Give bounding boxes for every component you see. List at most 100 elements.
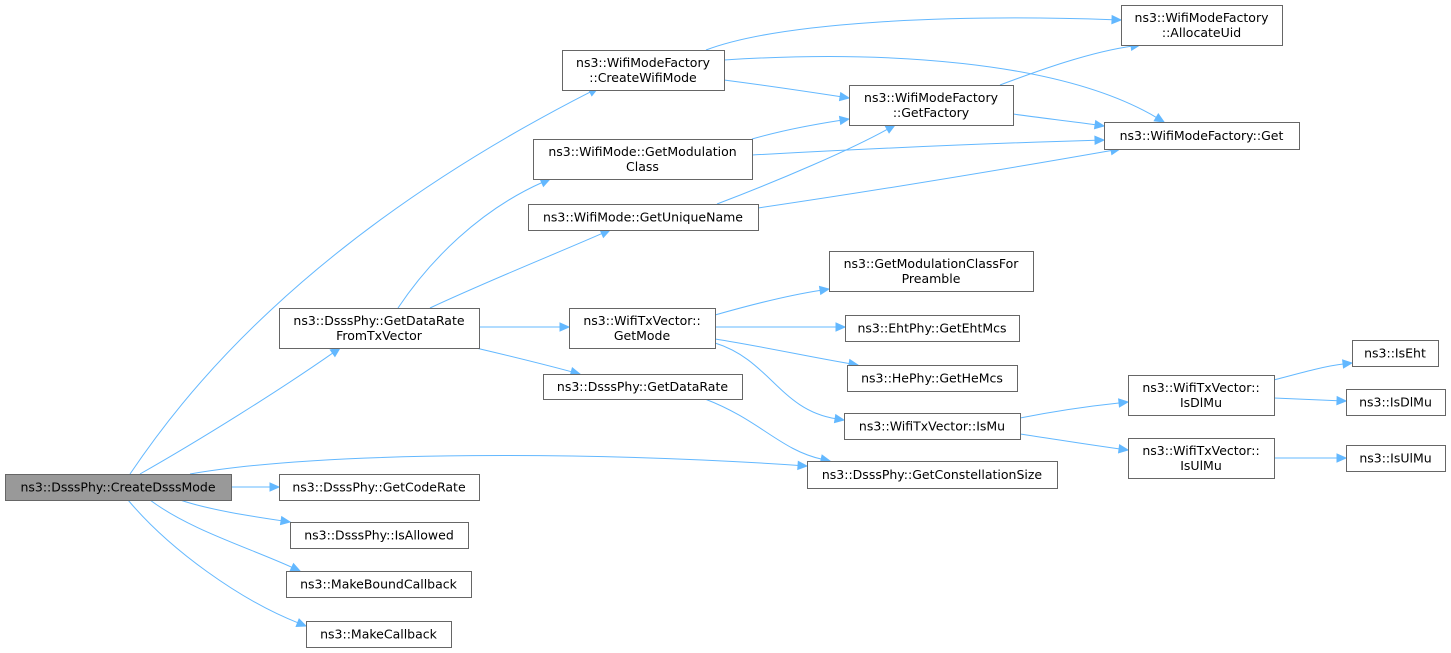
node-create-dsss-mode[interactable]: ns3::DsssPhy::CreateDsssMode — [5, 474, 232, 501]
node-label: ns3::WifiTxVector::IsMu — [859, 419, 1005, 434]
edge-arrowhead — [599, 229, 612, 239]
node-tx-vector-is-ul-mu[interactable]: ns3::WifiTxVector::IsUlMu — [1128, 438, 1275, 479]
node-label: ns3::IsUlMu — [1359, 451, 1431, 466]
node-box[interactable] — [847, 365, 1018, 392]
edge-line — [475, 347, 573, 373]
node-box[interactable] — [562, 50, 725, 91]
node-box[interactable] — [286, 571, 472, 598]
node-box[interactable] — [1346, 445, 1446, 472]
edge-line — [704, 398, 823, 460]
node-box[interactable] — [1346, 389, 1446, 416]
edge-line — [1273, 363, 1345, 381]
edge-line — [723, 56, 1158, 119]
node-box[interactable] — [1128, 375, 1275, 416]
call-graph-nodes: ns3::DsssPhy::CreateDsssMode ns3::WifiMod… — [5, 5, 1446, 648]
edge-line — [716, 128, 889, 205]
edge-create_dsss_mode-to-is_allowed — [179, 499, 292, 526]
node-make-callback[interactable]: ns3::MakeCallback — [306, 621, 452, 648]
edge-line — [714, 342, 837, 420]
node-is-ul-mu[interactable]: ns3::IsUlMu — [1346, 445, 1446, 472]
node-get-he-mcs[interactable]: ns3::HePhy::GetHeMcs — [847, 365, 1018, 392]
edge-line — [1273, 397, 1339, 402]
node-get-code-rate[interactable]: ns3::DsssPhy::GetCodeRate — [279, 474, 480, 501]
edge-create_wifi_mode-to-get_factory — [723, 79, 851, 102]
edge-arrowhead — [1093, 119, 1106, 130]
node-tx-vector-is-mu[interactable]: ns3::WifiTxVector::IsMu — [844, 413, 1021, 440]
edge-tx_vector_get_mode-to-get_he_mcs — [714, 338, 860, 369]
node-box[interactable] — [1121, 5, 1283, 46]
edge-arrowhead — [329, 347, 342, 358]
edge-line — [714, 289, 822, 316]
node-box[interactable] — [845, 315, 1020, 342]
node-box[interactable] — [290, 522, 469, 549]
edge-arrowhead — [835, 322, 847, 332]
edge-tx_vector_get_mode-to-tx_vector_is_mu — [714, 342, 846, 424]
node-box[interactable] — [279, 474, 480, 501]
call-graph-edges — [127, 14, 1354, 627]
node-allocate-uid[interactable]: ns3::WifiModeFactory::AllocateUid — [1121, 5, 1283, 46]
node-box[interactable] — [528, 204, 759, 231]
node-label: ns3::WifiTxVector:: — [1142, 380, 1259, 395]
edge-line — [127, 499, 299, 624]
node-get-constellation-size[interactable]: ns3::DsssPhy::GetConstellationSize — [807, 461, 1058, 489]
edge-line — [757, 149, 1113, 209]
node-box[interactable] — [829, 251, 1034, 292]
edge-line — [751, 119, 842, 140]
node-tx-vector-get-mode[interactable]: ns3::WifiTxVector::GetMode — [569, 308, 716, 349]
node-label: ns3::WifiModeFactory — [864, 90, 999, 105]
node-is-allowed[interactable]: ns3::DsssPhy::IsAllowed — [290, 522, 469, 549]
edge-tx_vector_is_dl_mu-to-is_dl_mu — [1273, 395, 1348, 406]
node-create-wifi-mode[interactable]: ns3::WifiModeFactory::CreateWifiMode — [562, 50, 725, 91]
edge-arrowhead — [818, 285, 831, 296]
node-box[interactable] — [1352, 340, 1439, 367]
edge-arrowhead — [539, 178, 552, 188]
edge-line — [397, 181, 543, 309]
node-is-dl-mu[interactable]: ns3::IsDlMu — [1346, 389, 1446, 416]
edge-arrowhead — [279, 515, 292, 526]
node-box[interactable] — [844, 413, 1021, 440]
node-factory-get[interactable]: ns3::WifiModeFactory::Get — [1104, 122, 1300, 150]
edge-get_data_rate_from_tx_vector-to-get_data_rate — [475, 347, 582, 377]
node-get-factory[interactable]: ns3::WifiModeFactory::GetFactory — [849, 85, 1014, 126]
edge-line — [999, 45, 1133, 86]
edge-get_factory-to-factory_get — [1012, 113, 1106, 130]
node-label: ns3::MakeBoundCallback — [300, 577, 458, 592]
node-get-eht-mcs[interactable]: ns3::EhtPhy::GetEhtMcs — [845, 315, 1020, 342]
edge-create_dsss_mode-to-get_code_rate — [230, 482, 281, 492]
node-box[interactable] — [543, 374, 743, 400]
node-label: ::GetFactory — [893, 105, 970, 120]
node-get-data-rate[interactable]: ns3::DsssPhy::GetDataRate — [543, 374, 743, 400]
node-label: ns3::DsssPhy::GetCodeRate — [292, 480, 466, 495]
node-box[interactable] — [807, 461, 1058, 489]
node-box[interactable] — [1128, 438, 1275, 479]
node-box[interactable] — [306, 621, 452, 648]
node-tx-vector-is-dl-mu[interactable]: ns3::WifiTxVector::IsDlMu — [1128, 375, 1275, 416]
node-is-eht[interactable]: ns3::IsEht — [1352, 340, 1439, 367]
node-label: ns3::IsDlMu — [1359, 395, 1432, 410]
node-make-bound-callback[interactable]: ns3::MakeBoundCallback — [286, 571, 472, 598]
edge-create_dsss_mode-to-get_constellation_size — [189, 455, 809, 475]
node-get-modulation-class[interactable]: ns3::WifiMode::GetModulationClass — [533, 139, 753, 180]
node-label: ns3::IsEht — [1364, 346, 1426, 361]
node-box[interactable] — [1104, 122, 1300, 150]
edge-get_data_rate-to-get_constellation_size — [704, 398, 832, 464]
node-box[interactable] — [849, 85, 1014, 126]
edge-arrowhead — [1117, 444, 1130, 454]
node-box[interactable] — [533, 139, 753, 180]
node-box[interactable] — [569, 308, 716, 349]
node-label: ns3::GetModulationClassFor — [844, 256, 1020, 271]
node-box[interactable] — [5, 474, 232, 501]
node-get-unique-name[interactable]: ns3::WifiMode::GetUniqueName — [528, 204, 759, 231]
node-label: IsUlMu — [1180, 458, 1222, 473]
node-label: ns3::WifiMode::GetUniqueName — [543, 210, 743, 225]
node-label: ns3::DsssPhy::IsAllowed — [304, 528, 454, 543]
node-box[interactable] — [279, 308, 480, 349]
edge-line — [751, 139, 1097, 156]
node-label: ns3::WifiTxVector:: — [583, 313, 700, 328]
node-label: ns3::DsssPhy::GetConstellationSize — [822, 467, 1043, 482]
edge-arrowhead — [1118, 398, 1130, 408]
edge-tx_vector_get_mode-to-get_modulation_class_for_preamble — [714, 285, 831, 316]
edge-arrowhead — [884, 124, 897, 134]
